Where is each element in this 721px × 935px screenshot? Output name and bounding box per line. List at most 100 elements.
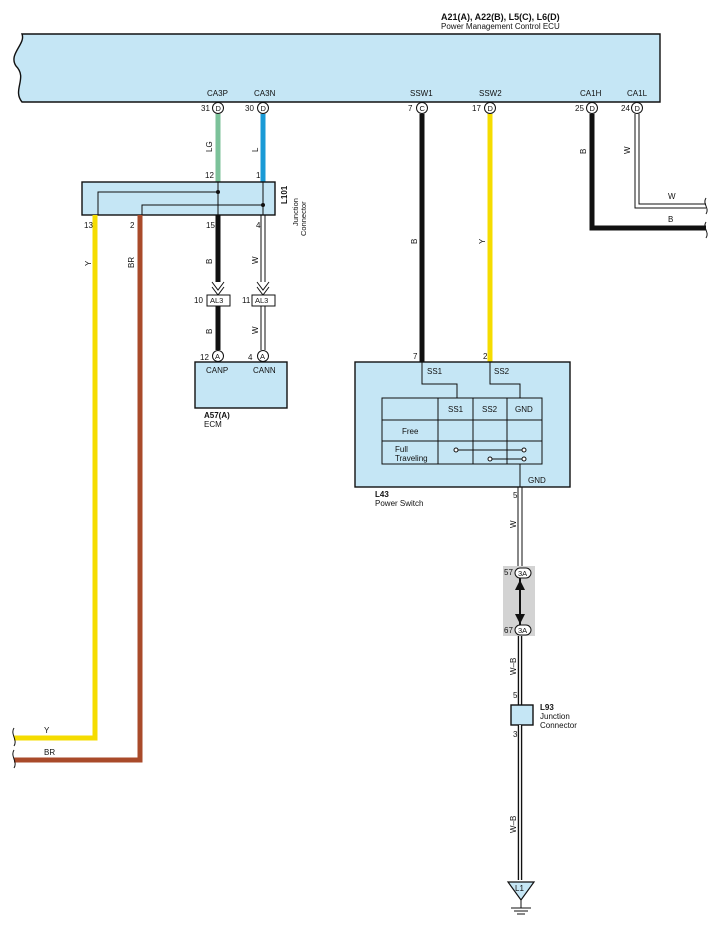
svg-text:24: 24	[621, 104, 630, 113]
ecu-pin-ssw1: SSW1 7 C	[408, 89, 433, 114]
svg-text:2: 2	[483, 352, 488, 361]
svg-text:13: 13	[84, 221, 93, 230]
svg-text:3A: 3A	[518, 569, 527, 578]
svg-text:B: B	[205, 329, 214, 334]
svg-text:25: 25	[575, 104, 584, 113]
svg-text:Y: Y	[478, 238, 487, 244]
svg-text:Junction: Junction	[291, 198, 300, 226]
svg-text:B: B	[205, 259, 214, 264]
svg-text:10: 10	[194, 296, 203, 305]
svg-text:SS2: SS2	[494, 367, 510, 376]
svg-text:SSW2: SSW2	[479, 89, 502, 98]
wire-b-al3-ecm: B	[205, 306, 221, 350]
svg-text:CA1L: CA1L	[627, 89, 648, 98]
svg-text:Connector: Connector	[540, 721, 577, 730]
svg-text:B: B	[668, 215, 673, 224]
svg-text:GND: GND	[515, 405, 533, 414]
svg-text:LG: LG	[205, 141, 214, 152]
svg-text:3: 3	[513, 730, 518, 739]
pin-circle	[484, 102, 496, 114]
svg-text:2: 2	[130, 221, 135, 230]
svg-text:Traveling: Traveling	[395, 454, 428, 463]
break-mark-right	[704, 197, 708, 239]
wire-lg: LG	[205, 114, 221, 182]
svg-text:BR: BR	[127, 257, 136, 268]
svg-text:D: D	[590, 104, 596, 113]
junction-l101: 12 1 13 2 15 4 L101 Junction Connector	[81, 171, 308, 236]
svg-text:W: W	[251, 326, 260, 334]
svg-text:L43: L43	[375, 490, 389, 499]
svg-text:7: 7	[413, 352, 418, 361]
svg-text:SS1: SS1	[448, 405, 464, 414]
svg-text:B: B	[410, 239, 419, 244]
svg-text:57: 57	[504, 568, 513, 577]
svg-text:A57(A): A57(A)	[204, 411, 230, 420]
svg-text:SS2: SS2	[482, 405, 498, 414]
svg-text:12: 12	[205, 171, 214, 180]
wire-ca1l-w: W W	[623, 114, 706, 209]
svg-text:15: 15	[206, 221, 215, 230]
ecu-pin-ca1l: CA1L 24 D	[621, 89, 648, 114]
svg-text:30: 30	[245, 104, 254, 113]
svg-text:L: L	[251, 147, 260, 152]
ecu-pin-ssw2: SSW2 17 D	[472, 89, 502, 114]
ecu-name-label: Power Management Control ECU	[441, 22, 560, 31]
svg-text:W: W	[509, 520, 518, 528]
connector-al3: 10 AL3 11 AL3	[194, 294, 276, 307]
svg-text:L1: L1	[515, 884, 524, 893]
svg-text:AL3: AL3	[210, 296, 223, 305]
ecu-pin-ca3p: CA3P 31 D	[201, 89, 228, 114]
svg-text:W–B: W–B	[509, 816, 518, 833]
svg-text:5: 5	[513, 691, 518, 700]
pin-circle	[257, 102, 269, 114]
svg-text:Free: Free	[402, 427, 419, 436]
pin-circle	[586, 102, 598, 114]
svg-text:11: 11	[242, 296, 251, 305]
svg-text:CA3P: CA3P	[207, 89, 228, 98]
svg-text:D: D	[635, 104, 641, 113]
svg-text:D: D	[261, 104, 267, 113]
svg-text:SSW1: SSW1	[410, 89, 433, 98]
ecu-connectors-label: A21(A), A22(B), L5(C), L6(D)	[441, 12, 560, 22]
svg-text:CA3N: CA3N	[254, 89, 276, 98]
ecu-pin-ca3n: CA3N 30 D	[245, 89, 276, 114]
svg-text:AL3: AL3	[255, 296, 268, 305]
ecu-box	[13, 33, 661, 103]
svg-text:D: D	[488, 104, 494, 113]
svg-text:Y: Y	[84, 260, 93, 266]
svg-text:L93: L93	[540, 703, 554, 712]
ecm-box: 12 A 4 A CANP CANN A57(A) ECM	[194, 350, 288, 429]
ecu-pin-ca1h: CA1H 25 D	[575, 89, 602, 114]
wire-wb-1: W–B	[509, 636, 523, 705]
svg-text:Connector: Connector	[299, 201, 308, 236]
wire-gnd-w: W	[509, 487, 523, 568]
svg-text:12: 12	[200, 353, 209, 362]
svg-text:A: A	[260, 352, 265, 361]
svg-text:4: 4	[256, 221, 261, 230]
wire-ca1h-b: B B	[579, 114, 706, 231]
svg-text:D: D	[216, 104, 222, 113]
svg-text:1: 1	[256, 171, 261, 180]
svg-text:SS1: SS1	[427, 367, 443, 376]
svg-text:W–B: W–B	[509, 658, 518, 675]
svg-text:17: 17	[472, 104, 481, 113]
wire-y-left: Y Y	[14, 215, 98, 741]
wire-ssw2-y: Y	[478, 114, 493, 362]
wire-br-left: BR BR	[14, 215, 143, 763]
svg-text:W: W	[623, 146, 632, 154]
svg-text:ECM: ECM	[204, 420, 222, 429]
svg-text:B: B	[579, 149, 588, 154]
svg-text:W: W	[668, 192, 676, 201]
svg-text:W: W	[251, 256, 260, 264]
svg-text:7: 7	[408, 104, 413, 113]
svg-text:C: C	[420, 104, 426, 113]
ground-l1: L1	[506, 881, 536, 915]
svg-text:A: A	[215, 352, 220, 361]
svg-text:Junction: Junction	[540, 712, 570, 721]
svg-text:BR: BR	[44, 748, 55, 757]
wire-w-ecm: W	[251, 215, 270, 296]
pin-circle	[212, 102, 224, 114]
svg-text:31: 31	[201, 104, 210, 113]
wire-l: L	[251, 114, 266, 182]
